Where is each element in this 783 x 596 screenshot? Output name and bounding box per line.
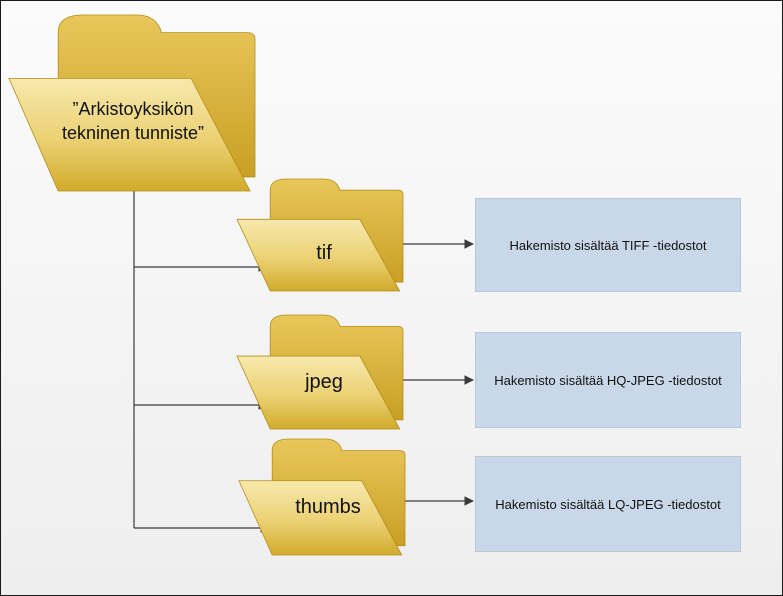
root-folder-label: ”Arkistoyksikön tekninen tunniste” (61, 99, 205, 143)
folder-label-thumbs: thumbs (295, 495, 361, 518)
folder-icon-thumbs (239, 439, 405, 555)
folder-icon-tif (237, 179, 403, 291)
connectors (133, 191, 474, 533)
info-box-tif: Hakemisto sisältää TIFF -tiedostot (475, 198, 741, 292)
info-box-jpeg: Hakemisto sisältää HQ-JPEG -tiedostot (475, 332, 741, 428)
folder-label-jpeg: jpeg (305, 370, 343, 393)
folder-icon-jpeg (237, 315, 403, 429)
folders-layer (9, 15, 405, 555)
folder-label-tif: tif (316, 241, 332, 264)
root-folder-icon (9, 15, 255, 191)
info-box-thumbs: Hakemisto sisältää LQ-JPEG -tiedostot (475, 456, 741, 552)
